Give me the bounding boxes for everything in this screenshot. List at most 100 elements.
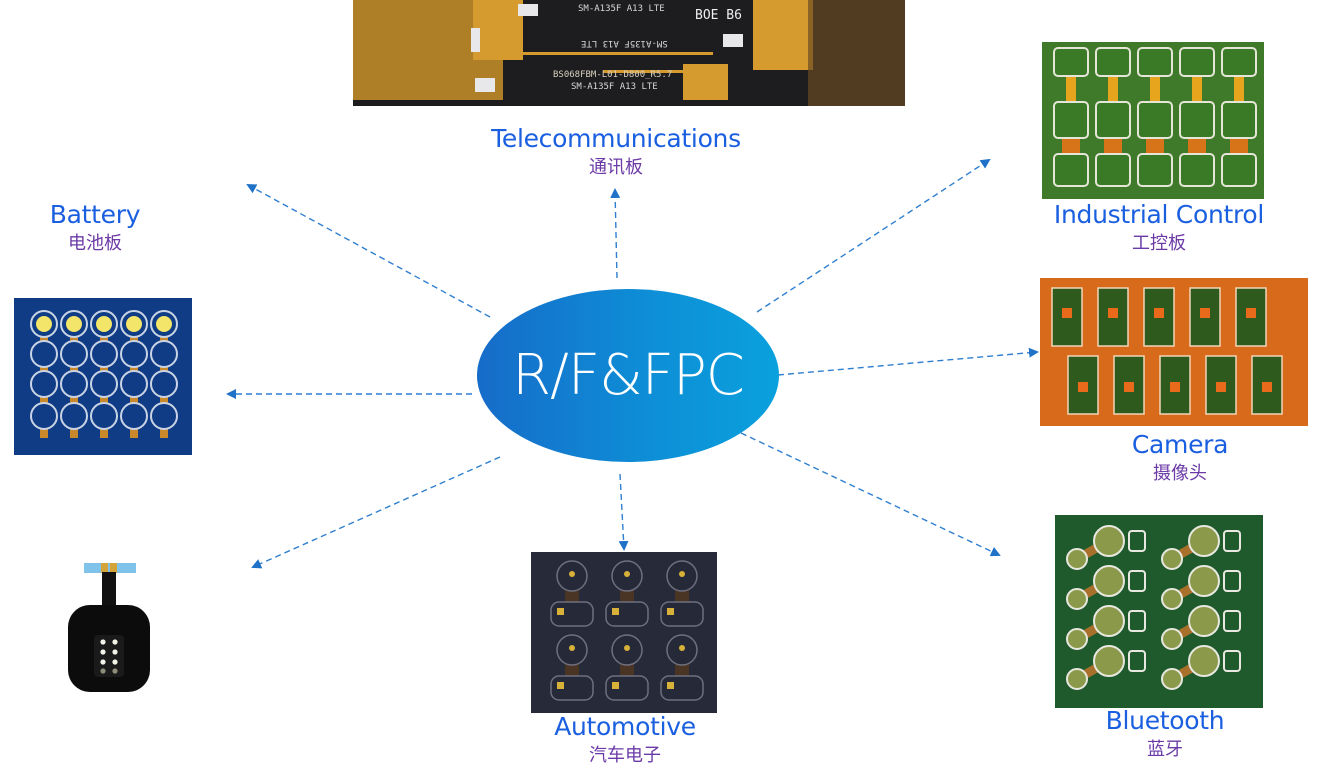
pcb-island (1095, 101, 1131, 139)
pcb-island (150, 402, 178, 430)
telecom-board-text-3: SM-A135F A13 LTE (571, 82, 658, 92)
pcb-island (60, 340, 88, 368)
label-en: Camera (1131, 430, 1229, 459)
gold-pad (667, 608, 674, 615)
sensor-pad (1246, 308, 1256, 318)
industrial-control-board-image (1042, 42, 1264, 199)
camera-module (1205, 355, 1237, 415)
label-automotive: Automotive 汽车电子 (545, 712, 705, 767)
telecom-board-text-4: SM-A135F A13 LTE (581, 38, 668, 48)
arrow-industrial-control (756, 158, 991, 313)
ir-pad (1223, 530, 1241, 552)
pcb-island (1093, 645, 1125, 677)
arrow-camera (777, 347, 1039, 376)
pcb-island (90, 370, 118, 398)
gold-pad (156, 316, 172, 332)
pcb-island (1161, 668, 1183, 690)
bluetooth-board-image (1055, 515, 1263, 708)
gold-pad (679, 571, 685, 577)
arrow-battery (246, 184, 491, 318)
pcb-island (60, 402, 88, 430)
label-zh: 通讯板 (589, 157, 643, 178)
pcb-island (1066, 588, 1088, 610)
label-zh: 摄像头 (1153, 463, 1207, 484)
gold-pad (557, 682, 564, 689)
label-zh: 工控板 (1132, 233, 1186, 254)
sensor-pad (1154, 308, 1164, 318)
camera-module (1067, 355, 1099, 415)
sensor-pad (1200, 308, 1210, 318)
pcb-island (1188, 525, 1220, 557)
gold-pad (679, 645, 685, 651)
pcb-island (1179, 47, 1215, 77)
pcb-island (1179, 101, 1215, 139)
pcb-island (1221, 153, 1257, 187)
pcb-island (1161, 628, 1183, 650)
ir-pad (1128, 610, 1146, 632)
label-en: Industrial Control (1053, 200, 1265, 229)
pcb-island (1053, 153, 1089, 187)
gold-pad (126, 316, 142, 332)
pcb-island (1137, 101, 1173, 139)
pcb-island (1053, 47, 1089, 77)
gold-pad (569, 645, 575, 651)
sensor-pad (1170, 382, 1180, 392)
arrow-telecommunications (610, 188, 621, 279)
label-zh: 电池板 (68, 233, 122, 254)
pcb-island (1093, 565, 1125, 597)
pcb-island (90, 402, 118, 430)
gold-pad (624, 645, 630, 651)
label-en: Bluetooth (1105, 706, 1225, 735)
pcb-island (1221, 101, 1257, 139)
pcb-island (1188, 645, 1220, 677)
ir-pad (1128, 570, 1146, 592)
pcb-island (1095, 47, 1131, 77)
gold-pad (612, 608, 619, 615)
pcb-island (1221, 47, 1257, 77)
label-camera: Camera 摄像头 (1100, 430, 1260, 485)
label-zh: 蓝牙 (1147, 739, 1183, 760)
pcb-island (120, 340, 148, 368)
pcb-island (1053, 101, 1089, 139)
pcb-island (1066, 628, 1088, 650)
telecom-board-text-2: BS068FBM-L01-D800_R5.7 (553, 70, 673, 80)
pcb-island (30, 402, 58, 430)
arrow-automotive (618, 473, 629, 551)
gold-pad (624, 571, 630, 577)
gold-pad (612, 682, 619, 689)
pcb-island (150, 370, 178, 398)
battery-board-image (14, 298, 192, 455)
flex-strip (1192, 72, 1202, 112)
label-battery: Battery 电池板 (30, 200, 160, 255)
ir-pad (1223, 570, 1241, 592)
sensor-pad (1078, 382, 1088, 392)
gold-pad (66, 316, 82, 332)
pcb-island (90, 340, 118, 368)
ir-pad (1223, 610, 1241, 632)
sensor-pad (1124, 382, 1134, 392)
sensor-pad (1216, 382, 1226, 392)
pcb-island (1093, 605, 1125, 637)
pcb-island (1188, 565, 1220, 597)
arrow-bluetooth (740, 432, 1001, 557)
label-en: Battery (49, 200, 141, 229)
pcb-island (120, 402, 148, 430)
ir-pad (1128, 650, 1146, 672)
label-industrial-control: Industrial Control 工控板 (1030, 200, 1288, 255)
pcb-island (1093, 525, 1125, 557)
gold-pad (667, 682, 674, 689)
ir-pad (1223, 650, 1241, 672)
pcb-island (1161, 588, 1183, 610)
pcb-island (1137, 47, 1173, 77)
pcb-island (30, 370, 58, 398)
pcb-island (1066, 668, 1088, 690)
pcb-island (1066, 548, 1088, 570)
sensor-pad (1108, 308, 1118, 318)
label-zh: 汽车电子 (589, 745, 661, 766)
wireless-charger-image (64, 560, 154, 695)
center-hub: R/F&FPC (477, 289, 779, 462)
gold-pad (569, 571, 575, 577)
ir-pad (1128, 530, 1146, 552)
gold-pad (36, 316, 52, 332)
